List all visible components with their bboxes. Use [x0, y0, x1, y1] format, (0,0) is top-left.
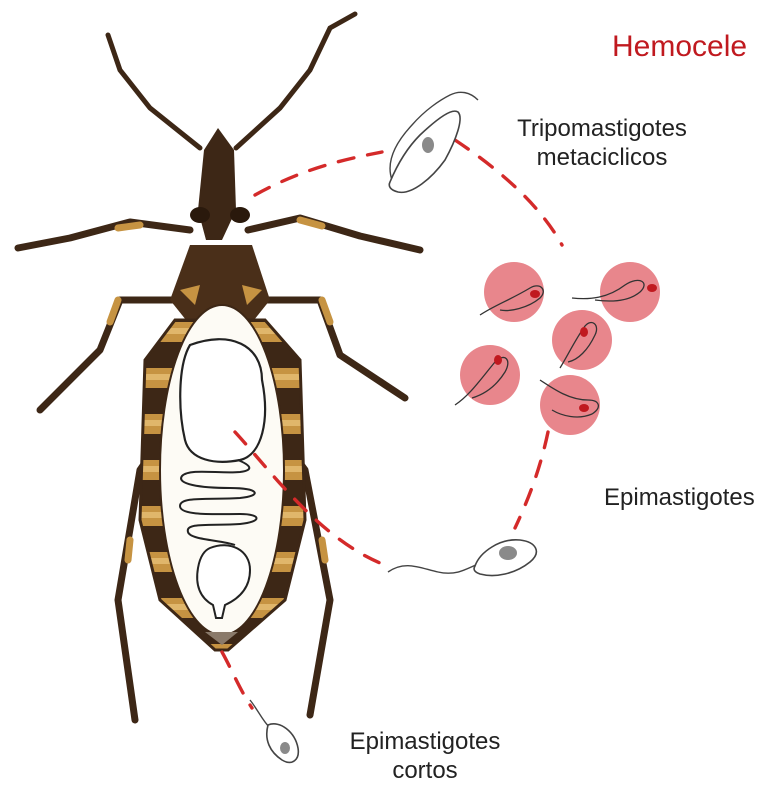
hemocele-title: Hemocele [612, 30, 747, 64]
path-cluster-to-epimastigote [515, 432, 548, 528]
bug-eye [190, 207, 210, 223]
epimastigote-cluster [455, 262, 660, 435]
path-head-to-trypomastigote [255, 152, 382, 195]
bug-antennae [108, 14, 355, 148]
epimastigote [388, 540, 536, 576]
short-epimastigote [250, 700, 298, 762]
epimastigote-label: Epimastigotes [604, 483, 755, 512]
trypomastigote-label-line2: metaciclicos [502, 143, 702, 172]
short-epimastigote-label-line1: Epimastigotes [325, 727, 525, 756]
bug-stomach [180, 339, 265, 462]
trypomastigote-label: Tripomastigotes metaciclicos [502, 114, 702, 172]
short-epimastigote-label-line2: cortos [325, 756, 525, 785]
dividing-cell [600, 262, 660, 322]
path-tip-to-short-epimastigote [222, 652, 252, 708]
dividing-cell [460, 345, 520, 405]
metacyclic-trypomastigote [389, 92, 478, 192]
bug-eye [230, 207, 250, 223]
triatomine-bug [18, 14, 420, 720]
trypomastigote-label-line1: Tripomastigotes [502, 114, 702, 143]
bug-head [198, 128, 236, 240]
dividing-cell [540, 375, 600, 435]
dividing-cell [552, 310, 612, 370]
short-epimastigote-label: Epimastigotes cortos [325, 727, 525, 785]
